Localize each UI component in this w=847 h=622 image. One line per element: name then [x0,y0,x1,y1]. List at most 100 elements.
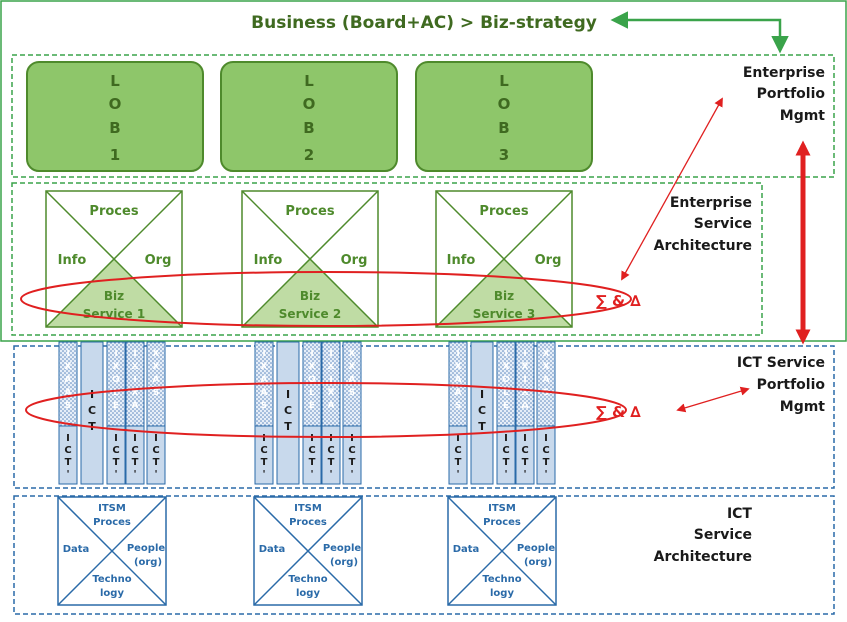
ict-bottom-tile-letter: ' [350,469,353,480]
ict-tall-letter: I [90,388,94,401]
ict-tall-letter: C [88,404,96,417]
enterprise-service-label-3: Architecture [654,238,752,254]
ict-top-tile-letter: I [133,349,136,359]
ict-sigma-delta: ∑ & ∆ [596,403,641,421]
ict-bottom-tile-letter: C [64,445,71,456]
lob-2-l1: O [303,95,316,113]
ict-top-tile-letter: X [455,362,462,372]
ict-bottom-tile-letter: C [308,445,315,456]
biz-unit-3-top: Proces [479,204,528,219]
ict-top-tile-letter: A [132,401,139,411]
biz-unit-1-right: Org [145,253,172,268]
ict-top-tile-letter: X [132,388,139,398]
ict-top-tile-letter: X [522,388,529,398]
ict-bottom-tile-letter: C [502,445,509,456]
ict-bottom-tile-letter: C [112,445,119,456]
ict-bottom-tile-letter: T [522,457,529,468]
biz-unit-2-bottom2: Service 2 [279,307,341,321]
ict-bottom-tile-letter: ' [262,469,265,480]
ict-top-tile-letter: O [112,375,120,385]
ict-top-tile-letter: S [543,388,549,398]
ict-tall-letter: C [478,404,486,417]
ict-top-tile-letter: S [455,401,461,411]
ict-bottom-tile-3-1 [448,425,468,485]
ict-bottom-tile-letter: T [309,457,316,468]
biz-unit-3-bottom2: Service 3 [473,307,535,321]
ict-bottom-tile-letter: T [65,457,72,468]
ict-bottom-tile-letter: T [455,457,462,468]
ict-unit-3-left: Data [453,544,480,555]
biz-unit-3-left: Info [447,253,476,268]
ict-top-tile-letter: L [309,388,315,398]
ict-service-ellipse [25,382,627,438]
biz-unit-3-bottom1: Biz [494,289,514,303]
ict-top-tile-letter: A [65,375,72,385]
ict-top-tile-letter: A [543,375,550,385]
ict-tall-letter: I [480,388,484,401]
ict-bottom-tile-letter: C [521,445,528,456]
ict-bottom-tile-letter: ' [523,469,526,480]
ict-top-tile-letter: A [65,388,72,398]
biz-unit-2-top: Proces [285,204,334,219]
enterprise-service-label-1: Enterprise [670,195,752,211]
ict-service-label-3: Architecture [654,549,752,565]
ict-bottom-tile-letter: ' [114,469,117,480]
biz-unit-1-bottom1: Biz [104,289,124,303]
ict-bottom-tile-letter: ' [133,469,136,480]
ict-bottom-tile-letter: T [503,457,510,468]
ict-bottom-tile-1-1 [58,425,78,485]
ict-unit-1-left: Data [63,544,90,555]
ict-top-tile-letter: X [65,362,72,372]
ict-top-tile-letter: X [543,362,550,372]
ict-bottom-tile-letter: ' [154,469,157,480]
biz-unit-2-right: Org [341,253,368,268]
ict-portfolio-label-3: Mgmt [780,399,826,415]
ict-bottom-tile-letter: C [260,445,267,456]
ict-bottom-tile-letter: I [66,433,70,444]
ict-bottom-tile-2-1 [254,425,274,485]
ict-top-tile-letter: X [132,362,139,372]
ict-top-tile-letter: A [153,375,160,385]
lob-3-l1: O [498,95,511,113]
ict-bottom-tile-letter: C [131,445,138,456]
ict-top-tile-letter: I [523,375,526,385]
ict-unit-2-top2: Proces [289,517,327,528]
ict-unit-1: ITSM Proces Data People (org) Techno log… [57,496,167,606]
ict-service-frame [13,495,835,615]
ict-unit-3-bottom2: logy [490,588,514,599]
ict-unit-1-top1: ITSM [98,503,126,514]
ict-tall-column-3 [470,341,494,485]
ict-bottom-tile-letter: I [350,433,354,444]
ict-top-tile-letter: X [153,349,160,359]
ict-top-tile-letter: L [503,388,509,398]
enterprise-service-frame [11,182,763,336]
ict-unit-2-bottom2: logy [296,588,320,599]
ict-top-tile-letter: I [114,349,117,359]
ict-bottom-tile-letter: I [504,433,508,444]
ict-bottom-tile-letter: I [456,433,460,444]
ict-top-tile-letter: I [456,349,459,359]
ict-top-tile-letter: I [262,349,265,359]
ict-unit-2-left: Data [259,544,286,555]
ict-unit-1-bottom2: logy [100,588,124,599]
biz-unit-2-left: Info [254,253,283,268]
biz-unit-2: Proces Info Org Biz Service 2 [241,190,379,328]
ict-bottom-tile-letter: T [261,457,268,468]
ict-top-tile-letter: E [503,401,509,411]
ict-service-label-1: ICT [727,506,752,522]
lob-1-l1: O [109,95,122,113]
ict-bottom-tile-letter: I [329,433,333,444]
ict-bottom-tile-letter: ' [456,469,459,480]
ict-bottom-tile-letter: T [349,457,356,468]
lob-frame [11,54,835,178]
ict-unit-3-right1: People [517,543,556,554]
ict-unit-1-right2: (org) [134,557,162,568]
ict-bottom-tile-3-4 [536,425,556,485]
ict-top-tile-letter: X [153,362,160,372]
ict-top-tile-letter: I [504,349,507,359]
ict-bottom-tile-letter: ' [66,469,69,480]
lob-2-l0: L [304,72,314,90]
ict-tall-letter: T [284,420,292,433]
